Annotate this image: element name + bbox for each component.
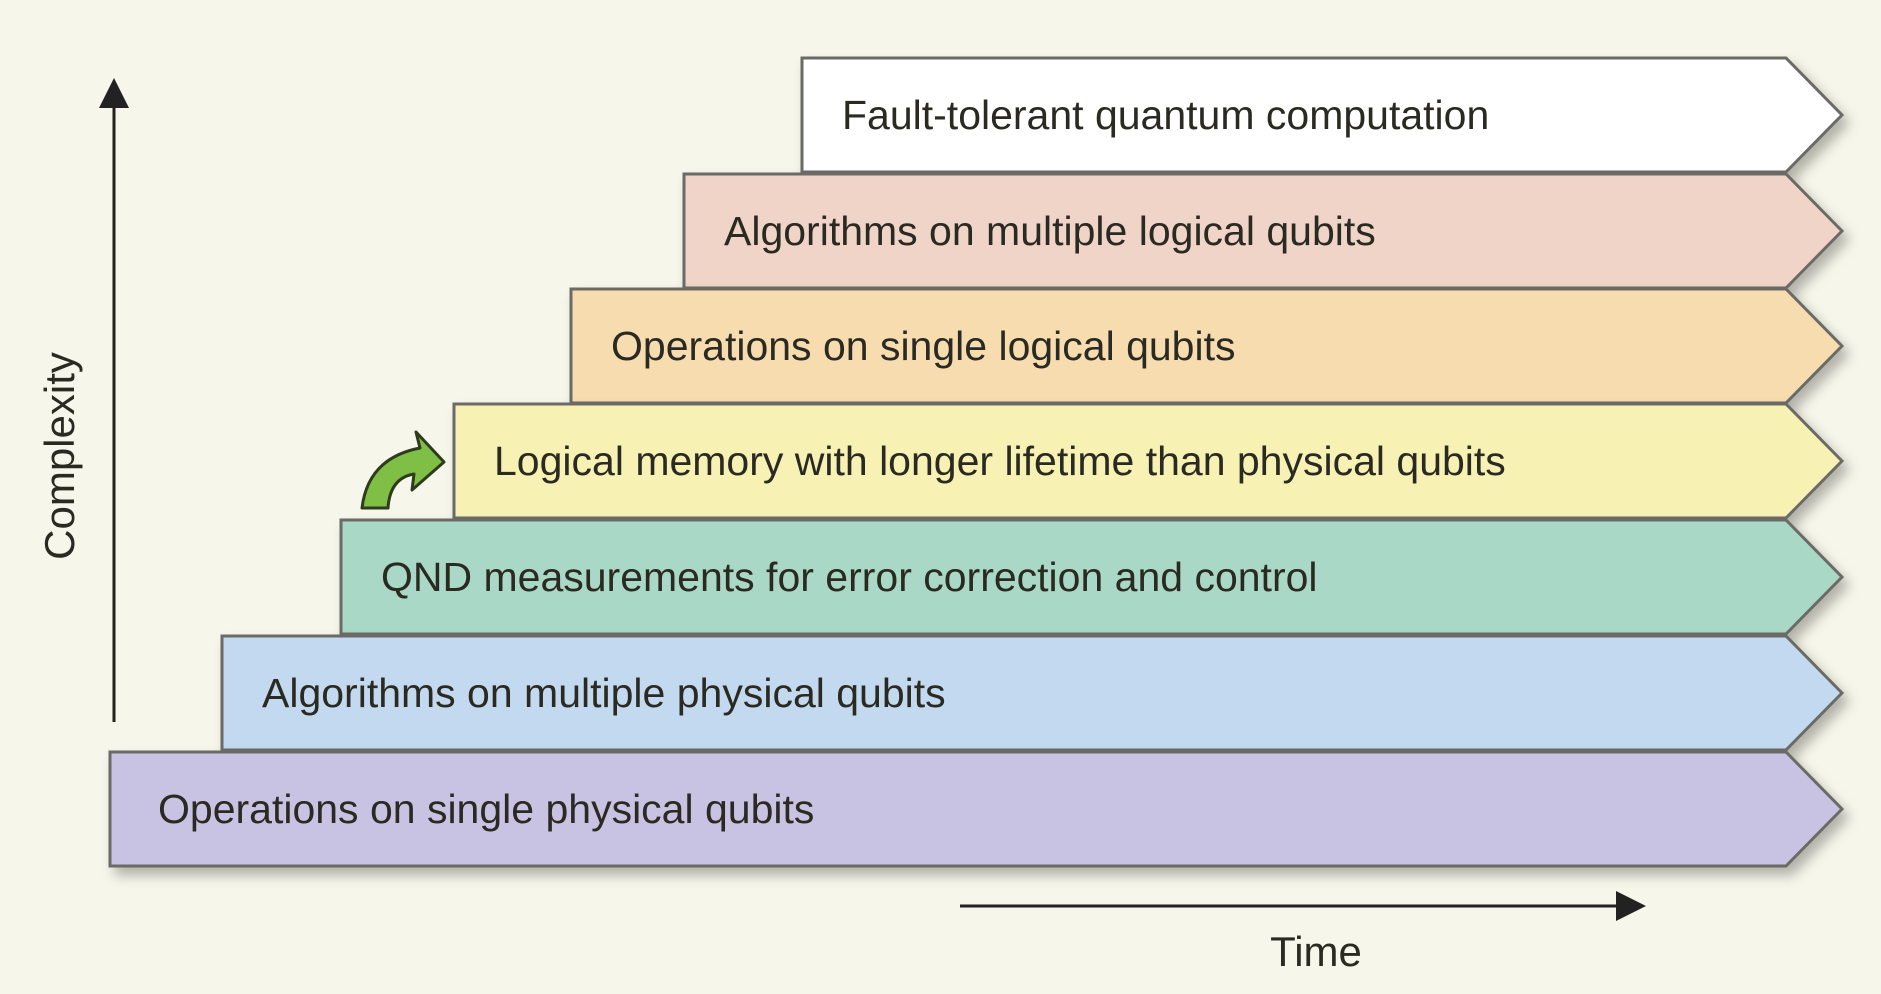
- stage-bar-shape: [220, 634, 1845, 752]
- stage-bar: Logical memory with longer lifetime than…: [452, 402, 1845, 520]
- stage-bar-shape: [682, 172, 1845, 290]
- stage-bar: Fault-tolerant quantum computation: [800, 56, 1845, 174]
- stage-bar-shape: [452, 402, 1845, 520]
- complexity-axis-label: Complexity: [36, 352, 83, 560]
- time-axis-label: Time: [1270, 928, 1362, 975]
- stage-bar: Operations on single logical qubits: [569, 287, 1845, 405]
- stage-bar: Algorithms on multiple physical qubits: [220, 634, 1845, 752]
- stage-label: Algorithms on multiple logical qubits: [724, 208, 1376, 254]
- curved-green-arrow-icon: [360, 430, 446, 510]
- stage-bar-shape: [108, 750, 1845, 868]
- stage-bar: QND measurements for error correction an…: [339, 518, 1845, 636]
- stage-bar-shape: [569, 287, 1845, 405]
- stage-label: Algorithms on multiple physical qubits: [262, 670, 946, 716]
- stage-label: Operations on single logical qubits: [611, 323, 1236, 369]
- stage-bar: Algorithms on multiple logical qubits: [682, 172, 1845, 290]
- stage-bar: Operations on single physical qubits: [108, 750, 1845, 868]
- stage-label: Fault-tolerant quantum computation: [842, 92, 1489, 138]
- stage-bar-shape: [800, 56, 1845, 174]
- stage-label: Logical memory with longer lifetime than…: [494, 438, 1506, 484]
- stage-label: QND measurements for error correction an…: [381, 554, 1318, 600]
- stage-bars: Fault-tolerant quantum computationAlgori…: [108, 56, 1845, 868]
- stage-bar-shape: [339, 518, 1845, 636]
- stage-label: Operations on single physical qubits: [158, 786, 814, 832]
